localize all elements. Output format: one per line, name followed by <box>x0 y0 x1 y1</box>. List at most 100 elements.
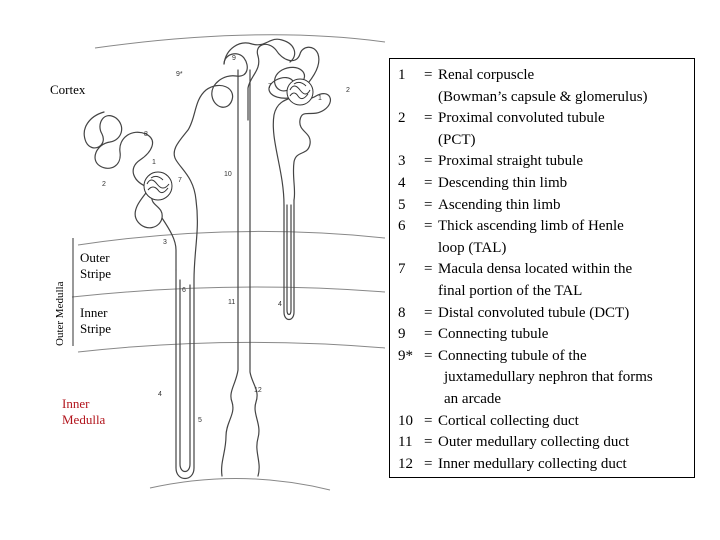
outer-inner-medulla-boundary <box>77 341 386 353</box>
tag-4-deep: 4 <box>158 391 162 398</box>
legend-equals: = <box>424 434 433 451</box>
inner-stripe-line-1: Inner <box>80 305 108 320</box>
tag-2-deep: 2 <box>102 181 106 188</box>
legend-continuation: (PCT) <box>438 131 476 148</box>
tag-7-superficial: 7 <box>268 83 272 90</box>
outer-medulla-bracket <box>72 238 74 346</box>
tag-3: 3 <box>163 239 167 246</box>
legend-equals: = <box>424 153 433 170</box>
legend-equals: = <box>424 347 433 364</box>
cortex-label: Cortex <box>50 82 86 97</box>
legend-text: Connecting tubule of the <box>438 347 587 364</box>
legend-text: Proximal convoluted tubule <box>438 110 605 127</box>
deep-loop <box>175 199 198 480</box>
legend-equals: = <box>424 304 433 321</box>
tag-11: 11 <box>228 299 235 306</box>
legend-text: Distal convoluted tubule (DCT) <box>438 304 630 321</box>
deep-proximal-straight <box>161 217 177 271</box>
tag-1-deep: 1 <box>152 159 156 166</box>
legend-number: 10 <box>398 412 413 429</box>
deep-glomerulus <box>143 171 173 201</box>
legend-number: 12 <box>398 455 413 472</box>
legend-number: 11 <box>398 434 413 451</box>
tag-4-superficial: 4 <box>278 301 282 308</box>
legend-text: Descending thin limb <box>438 174 568 191</box>
legend-equals: = <box>424 110 433 127</box>
deep-loop-inner <box>179 279 191 473</box>
papilla-outline <box>149 478 331 491</box>
tag-8: 8 <box>144 131 148 138</box>
superficial-glomerulus <box>286 78 314 106</box>
legend-item: 10 = Cortical collecting duct <box>398 411 694 433</box>
outer-stripe-line-2: Stripe <box>80 266 112 281</box>
outer-stripe-line-1: Outer <box>80 250 110 265</box>
legend-item: 9* = Connecting tubule of the <box>398 346 694 368</box>
legend-equals: = <box>424 412 433 429</box>
tag-7-deep: 7 <box>178 177 182 184</box>
legend-item: 9 = Connecting tubule <box>398 324 694 346</box>
tag-5: 5 <box>198 417 202 424</box>
legend-item: 12 = Inner medullary collecting duct <box>398 454 694 476</box>
inner-medulla-line-1: Inner <box>62 396 90 411</box>
legend-equals: = <box>424 196 433 213</box>
superficial-loop-inner <box>286 204 292 316</box>
tag-1-superficial: 1 <box>318 95 322 102</box>
superficial-connecting-tubule <box>247 55 260 121</box>
legend-item: 11 = Outer medullary collecting duct <box>398 432 694 454</box>
legend-continuation: an arcade <box>444 390 502 407</box>
collecting-duct <box>220 69 260 477</box>
legend-text: Ascending thin limb <box>438 196 561 213</box>
legend-box: 1=Renal corpuscle(Bowman’s capsule & glo… <box>389 58 695 478</box>
legend-item: 2 = Proximal convoluted tubule <box>398 108 694 130</box>
tag-6: 6 <box>182 287 186 294</box>
deep-arcade <box>223 38 296 65</box>
legend-equals: = <box>424 455 433 472</box>
legend-text: Macula densa located within the <box>438 261 633 278</box>
legend-item: 5 = Ascending thin limb <box>398 195 694 217</box>
legend-number: 3 <box>398 153 406 170</box>
inner-stripe-label: Inner Stripe <box>80 305 111 337</box>
legend-number: 2 <box>398 110 406 127</box>
legend-text: Thick ascending limb of Henle <box>438 218 624 235</box>
legend-equals: = <box>424 261 433 278</box>
legend-equals: = <box>424 67 433 83</box>
inner-stripe-line-2: Stripe <box>80 321 112 336</box>
legend-number: 9 <box>398 326 406 343</box>
inner-medulla-line-2: Medulla <box>62 412 106 427</box>
legend-equals: = <box>424 174 433 191</box>
legend-number: 8 <box>398 304 406 321</box>
deep-pct <box>83 111 163 229</box>
legend-number: 7 <box>398 261 406 278</box>
legend-text: Cortical collecting duct <box>438 412 579 429</box>
legend-text: Inner medullary collecting duct <box>438 455 627 472</box>
outer-medulla-label: Outer Medulla <box>54 281 66 346</box>
legend-continuation: juxtamedullary nephron that forms <box>444 369 653 386</box>
cortex-medulla-boundary <box>77 230 386 246</box>
kidney-capsule-line <box>94 34 386 49</box>
legend-continuation: loop (TAL) <box>438 239 507 256</box>
legend-number: 6 <box>398 218 406 235</box>
legend-number: 5 <box>398 196 406 213</box>
legend-item: 8 = Distal convoluted tubule (DCT) <box>398 303 694 325</box>
tag-12: 12 <box>254 387 262 394</box>
legend-equals: = <box>424 326 433 343</box>
legend-item: 4 = Descending thin limb <box>398 173 694 195</box>
legend-text: Connecting tubule <box>438 326 549 343</box>
legend-item: 6 = Thick ascending limb of Henle <box>398 216 694 238</box>
legend-number: 9* <box>398 347 413 364</box>
tag-10: 10 <box>224 171 232 178</box>
legend-equals: = <box>424 218 433 235</box>
inner-medulla-label: Inner Medulla <box>62 396 105 428</box>
tag-2-superficial: 2 <box>346 87 350 94</box>
legend-item: 3=Proximal straight tubule <box>398 151 694 173</box>
tag-9: 9 <box>232 55 236 62</box>
legend-continuation: (Bowman’s capsule & glomerulus) <box>438 88 648 105</box>
superficial-loop <box>283 199 295 321</box>
legend-text: Outer medullary collecting duct <box>438 434 630 451</box>
legend-continuation: final portion of the TAL <box>438 282 583 299</box>
legend-number: 4 <box>398 174 406 191</box>
tag-9-star: 9* <box>176 71 183 78</box>
deep-dct <box>173 53 248 201</box>
